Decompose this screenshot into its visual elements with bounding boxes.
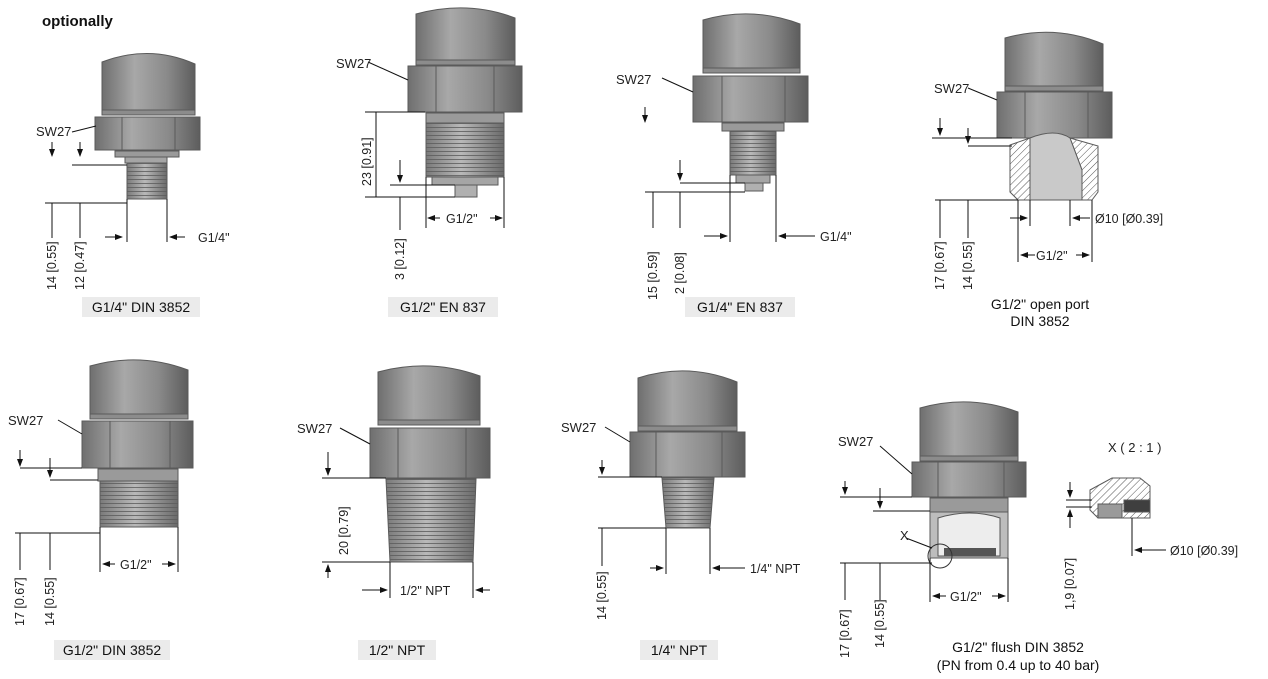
hex-label: SW27 <box>8 413 43 428</box>
dim-14: 14 [0.55] <box>45 241 59 290</box>
variant-g12-open-port: SW27 17 [0.67] 14 [0.55] Ø10 [Ø0.39] G1/… <box>932 31 1163 329</box>
caption: G1/4" EN 837 <box>697 299 783 315</box>
hex-label: SW27 <box>616 72 651 87</box>
hex-label: SW27 <box>838 434 873 449</box>
caption: G1/2" DIN 3852 <box>63 642 162 658</box>
dim-14: 14 [0.55] <box>43 577 57 626</box>
variant-g14-en837: SW27 15 [0.59] 2 [0.08] G1/4" G1/4" EN 8… <box>616 13 852 317</box>
dim-17: 17 [0.67] <box>13 577 27 626</box>
thread-label: G1/4" <box>198 231 230 245</box>
dim-20: 20 [0.79] <box>337 506 351 555</box>
thread-label: G1/2" <box>950 590 982 604</box>
detail-scale-label: X ( 2 : 1 ) <box>1108 440 1161 455</box>
variant-g12-en837: SW27 23 [0.91] 3 [0.12] G1/2" G1/2" EN 8… <box>336 7 523 317</box>
dim-23: 23 [0.91] <box>360 137 374 186</box>
dim-12: 12 [0.47] <box>73 241 87 290</box>
dim-17: 17 [0.67] <box>933 241 947 290</box>
caption-line2: (PN from 0.4 up to 40 bar) <box>937 657 1100 673</box>
thread-label: G1/2" <box>120 558 152 572</box>
detail-marker: X <box>900 528 909 543</box>
hex-label: SW27 <box>297 421 332 436</box>
dim-3: 3 [0.12] <box>393 238 407 280</box>
caption: G1/4" DIN 3852 <box>92 299 191 315</box>
caption: G1/2" open port <box>991 296 1089 312</box>
dim-17: 17 [0.67] <box>838 609 852 658</box>
dim-1-9: 1,9 [0.07] <box>1063 558 1077 610</box>
caption: 1/4" NPT <box>651 642 708 658</box>
dim-2: 2 [0.08] <box>673 252 687 294</box>
dim-14: 14 [0.55] <box>961 241 975 290</box>
heading: optionally <box>42 13 113 30</box>
caption: 1/2" NPT <box>369 642 426 658</box>
hex-label: SW27 <box>36 124 71 139</box>
bore-label: Ø10 [Ø0.39] <box>1095 212 1163 226</box>
dim-14: 14 [0.55] <box>873 599 887 648</box>
hex-label: SW27 <box>336 56 371 71</box>
thread-label: G1/2" <box>1036 249 1068 263</box>
thread-label: G1/4" <box>820 230 852 244</box>
hex-label: SW27 <box>934 81 969 96</box>
dim-14: 14 [0.55] <box>595 571 609 620</box>
caption: G1/2" EN 837 <box>400 299 486 315</box>
caption-line2: DIN 3852 <box>1010 313 1069 329</box>
variant-g12-din3852: SW27 17 [0.67] 14 [0.55] G1/2" G1/2" DIN… <box>8 359 194 660</box>
thread-label: 1/4" NPT <box>750 562 801 576</box>
thread-label: G1/2" <box>446 212 478 226</box>
variant-npt-half: SW27 20 [0.79] 1/2" NPT 1/2" NPT <box>297 365 491 660</box>
hex-label: SW27 <box>561 420 596 435</box>
caption: G1/2" flush DIN 3852 <box>952 639 1084 655</box>
variant-g12-flush: SW27 X 17 [0.67] 14 [0.55] G1/2" X ( 2 :… <box>838 401 1238 673</box>
bore-label: Ø10 [Ø0.39] <box>1170 544 1238 558</box>
dim-15: 15 [0.59] <box>646 251 660 300</box>
variant-npt-quarter: SW27 14 [0.55] 1/4" NPT 1/4" NPT <box>561 370 801 660</box>
thread-label: 1/2" NPT <box>400 584 451 598</box>
variant-g14-din3852: SW27 14 [0.55] 12 [0.47] G1/4" G1/4" DIN… <box>36 53 230 317</box>
